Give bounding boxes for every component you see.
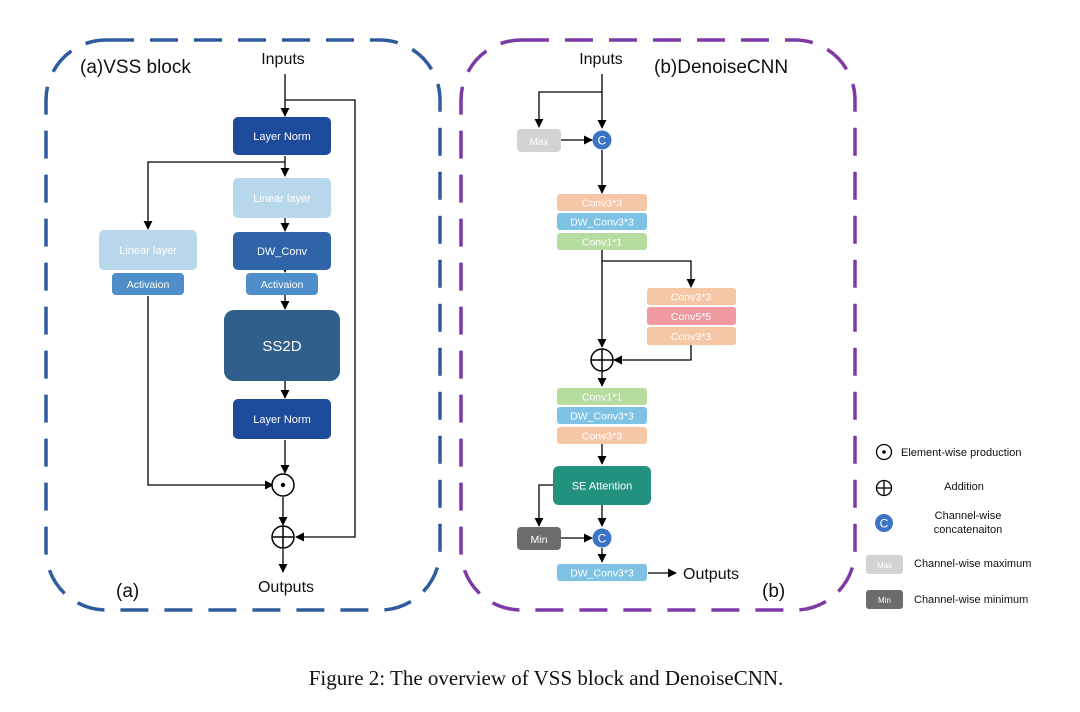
max-label: Max [530,137,549,148]
dw-conv-label: DW_Conv [257,246,308,258]
panel-b-title: (b)DenoiseCNN [654,57,788,78]
legend-min-icon [866,590,903,609]
linear-layer-right-box [233,178,331,218]
min-box [517,527,561,550]
stack1-conv3x3-label: Conv3*3 [582,198,622,210]
side-conv3x3-top-label: Conv3*3 [671,292,711,304]
layer-norm-bottom-label: Layer Norm [253,414,310,426]
panel-b-border [459,38,857,612]
dw-conv-box [233,232,331,270]
max-box [517,129,561,152]
panel-b-tag: (b) [762,581,785,602]
legend-addition-icon [875,479,893,497]
legend-concat-label-line2: concatenaiton [934,524,1003,536]
side-conv5x5-label: Conv5*5 [671,311,711,323]
legend-concat-label-line1: Channel-wise [935,510,1002,522]
layer-norm-top-box [233,117,331,155]
side-conv5x5-box [647,307,736,325]
panel-a-border [44,38,442,612]
stack1-conv1x1-label: Conv1*1 [582,237,622,249]
stack2-conv3x3-box [557,427,647,444]
stack1-dwconv-label: DW_Conv3*3 [570,217,634,229]
activation-right-label: Activaion [261,279,304,291]
panel-a-outputs-label: Outputs [258,579,314,596]
stack2-conv3x3-label: Conv3*3 [582,431,622,443]
min-label: Min [531,534,548,546]
legend-elementwise-icon [875,443,893,461]
panel-a-elementwise-operator [271,473,295,497]
linear-layer-left-box [99,230,197,270]
stack2-dwconv-label: DW_Conv3*3 [570,411,634,423]
stack2-conv1x1-box [557,388,647,405]
legend-elementwise-label: Element-wise production [901,447,1021,459]
panel-a-title: (a)VSS block [80,57,191,78]
layer-norm-top-label: Layer Norm [253,131,310,143]
legend-min-symbol: Min [878,596,891,605]
legend-concat-icon [875,514,893,532]
legend-addition-label: Addition [944,481,984,493]
side-conv3x3-bottom-label: Conv3*3 [671,331,711,343]
concat-bottom-label: C [598,532,607,546]
legend-max-icon [866,555,903,574]
panel-b-addition-operator [590,348,614,372]
concat-top-operator [592,130,612,150]
panel-a-tag: (a) [116,581,139,602]
activation-right-box [246,273,318,295]
activation-left-label: Activaion [127,279,170,291]
concat-top-label: C [598,134,607,148]
legend-concat-symbol: C [880,517,889,531]
final-dwconv-box [557,564,647,581]
legend-min-label: Channel-wise minimum [914,594,1028,606]
final-dwconv-label: DW_Conv3*3 [570,568,634,580]
stack1-dwconv-box [557,213,647,230]
panel-a-connectors [143,74,356,573]
side-conv3x3-bottom-box [647,327,736,345]
panel-a-addition-operator [271,525,295,549]
activation-left-box [112,273,184,295]
ss2d-box [224,310,340,381]
panel-b-inputs-label: Inputs [579,51,623,68]
linear-layer-left-label: Linear layer [119,245,177,257]
side-conv3x3-top-box [647,288,736,305]
se-attention-box [553,466,651,505]
panel-a-inputs-label: Inputs [261,51,305,68]
figure-caption: Figure 2: The overview of VSS block and … [309,666,784,690]
stack1-conv3x3-box [557,194,647,211]
legend-max-label: Channel-wise maximum [914,558,1031,570]
stack1-conv1x1-box [557,233,647,250]
ss2d-label: SS2D [262,338,301,355]
layer-norm-bottom-box [233,399,331,439]
panel-b-outputs-label: Outputs [683,566,739,583]
se-attention-label: SE Attention [572,481,633,493]
concat-bottom-operator [592,528,612,548]
stack2-dwconv-box [557,407,647,424]
linear-layer-right-label: Linear layer [253,193,311,205]
legend-max-symbol: Max [877,561,892,570]
stack2-conv1x1-label: Conv1*1 [582,392,622,404]
